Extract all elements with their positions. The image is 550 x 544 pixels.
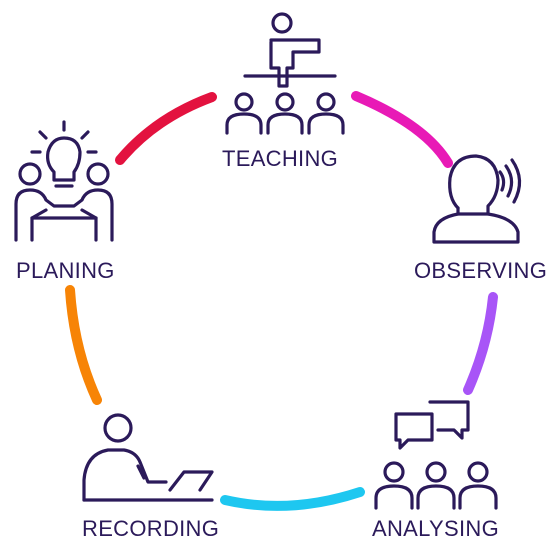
stage-label-observing: OBSERVING [414, 258, 548, 283]
arc-recording-to-planing [65, 285, 102, 405]
teacher-with-audience-icon [225, 12, 345, 135]
person-writing-icon [82, 413, 214, 502]
stage-label-recording: RECORDING [82, 516, 220, 541]
arc-analysing-to-recording [220, 487, 365, 511]
stage-label-analysing: ANALYSING [372, 516, 499, 541]
person-speaking-icon [432, 154, 522, 244]
arc-observing-to-analysing [463, 292, 498, 395]
arc-teaching-to-observing [351, 91, 453, 168]
group-idea-lightbulb-icon [14, 120, 114, 242]
stage-label-teaching: TEACHING [222, 146, 339, 171]
arc-planing-to-teaching [115, 92, 217, 165]
group-discussion-icon [374, 400, 498, 510]
stage-label-planing: PLANING [16, 258, 115, 283]
